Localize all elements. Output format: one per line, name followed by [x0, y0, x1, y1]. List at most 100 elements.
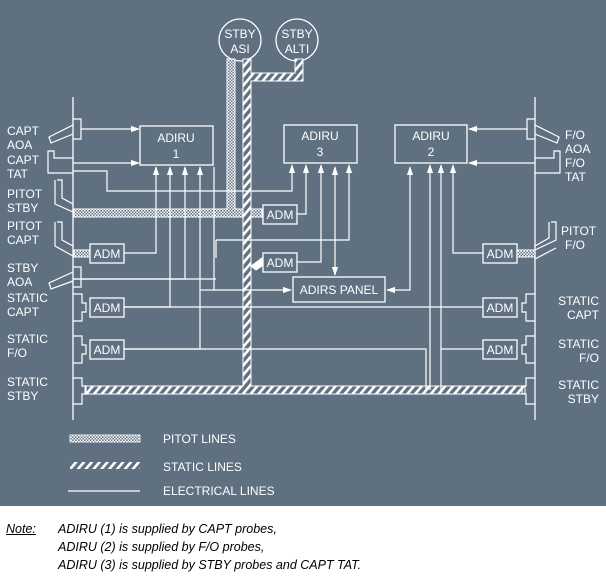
label-static-fo-right-1: STATIC — [558, 337, 599, 351]
label-pitot-stby-1: PITOT — [7, 187, 43, 201]
note-block: Note: ADIRU (1) is supplied by CAPT prob… — [6, 520, 361, 574]
label-capt-tat-1: CAPT — [7, 153, 40, 167]
note-line-2: ADIRU (2) is supplied by F/O probes, — [58, 540, 265, 554]
note-key: Note: — [6, 522, 36, 536]
pitot-line-fo — [515, 249, 536, 258]
label-static-capt-right-2: CAPT — [567, 308, 600, 322]
label-static-fo-2: F/O — [7, 346, 27, 360]
adm-label: ADM — [94, 301, 121, 315]
label-static-stby-1: STATIC — [7, 375, 48, 389]
note-line-1: ADIRU (1) is supplied by CAPT probes, — [58, 522, 277, 536]
stby-alti-instrument: STBY ALTI — [275, 18, 319, 62]
stby-asi-line2: ASI — [230, 42, 249, 56]
label-capt-aoa-2: AOA — [7, 138, 32, 152]
adm-right-static-capt: ADM — [482, 297, 518, 318]
label-capt-aoa-1: CAPT — [7, 124, 40, 138]
stby-aoa-probe-icon — [48, 266, 82, 290]
adiru-1-number: 1 — [173, 147, 180, 161]
label-pitot-fo-1: PITOT — [561, 224, 597, 238]
probe-symbols-right — [521, 118, 561, 405]
adiru-3: ADIRU 3 — [283, 124, 358, 164]
label-static-capt-2: CAPT — [7, 305, 40, 319]
adiru-2-title: ADIRU — [412, 129, 449, 143]
pitot-capt-probe-icon — [54, 221, 74, 257]
adirs-schematic: STBY ASI STBY ALTI ADIRU 1 ADIRU 3 ADIRU… — [0, 0, 606, 506]
legend-pitot-label: PITOT LINES — [163, 432, 236, 446]
fo-tat-probe-icon — [535, 150, 561, 174]
pitot-stby-probe-icon — [54, 179, 74, 213]
label-stby-aoa-1: STBY — [7, 261, 38, 275]
adirs-panel-label: ADIRS PANEL — [300, 283, 379, 297]
legend-electrical-label: ELECTRICAL LINES — [163, 484, 275, 498]
legend-static-label: STATIC LINES — [163, 460, 242, 474]
pitot-line-capt — [73, 249, 91, 258]
label-static-fo-right-2: F/O — [579, 351, 599, 365]
fo-aoa-probe-icon — [526, 118, 560, 144]
label-static-capt-right-1: STATIC — [558, 294, 599, 308]
label-pitot-stby-2: STBY — [7, 201, 38, 215]
stby-asi-instrument: STBY ASI — [218, 18, 262, 62]
adm-label: ADM — [94, 343, 121, 357]
pitot-line-stby-vertical — [73, 58, 263, 218]
label-static-capt-1: STATIC — [7, 291, 48, 305]
static-stby-probe-icon — [73, 377, 87, 405]
adm-label: ADM — [94, 247, 121, 261]
stby-alti-line1: STBY — [281, 27, 312, 41]
adm-boxes: ADM ADM ADM ADM ADM ADM ADM ADM — [89, 204, 518, 360]
legend: PITOT LINES STATIC LINES ELECTRICAL LINE… — [68, 432, 275, 498]
adiru-2: ADIRU 2 — [394, 124, 468, 164]
adiru-2-number: 2 — [428, 145, 435, 159]
adm-label: ADM — [267, 208, 294, 222]
adirs-panel: ADIRS PANEL — [292, 276, 386, 303]
static-fo-probe-icon — [73, 335, 87, 364]
adm-left-static-fo: ADM — [89, 339, 125, 360]
adm-left-static-capt: ADM — [89, 297, 125, 318]
label-static-stby-2: STBY — [7, 389, 38, 403]
static-lines — [84, 58, 526, 395]
adm-label: ADM — [487, 343, 514, 357]
label-fo-aoa-2: AOA — [565, 142, 590, 156]
stby-alti-line2: ALTI — [285, 42, 309, 56]
adm-right-pitot-fo: ADM — [482, 243, 518, 264]
adm-label: ADM — [487, 247, 514, 261]
static-capt-probe-icon-right — [521, 293, 535, 322]
label-stby-aoa-2: AOA — [7, 275, 32, 289]
label-capt-tat-2: TAT — [7, 167, 29, 181]
pitot-fo-probe-icon — [534, 221, 557, 260]
static-line-vertical — [84, 58, 526, 395]
static-branch-adm3b — [250, 257, 263, 271]
capt-aoa-probe-icon — [48, 118, 82, 144]
note-lines: ADIRU (1) is supplied by CAPT probes, AD… — [58, 520, 361, 574]
label-pitot-capt-1: PITOT — [7, 219, 43, 233]
label-static-stby-right-2: STBY — [568, 392, 599, 406]
probe-symbols-left — [47, 118, 87, 405]
right-probe-labels: F/O AOA F/O TAT PITOT F/O STATIC CAPT ST… — [558, 128, 600, 406]
label-static-fo-1: STATIC — [7, 332, 48, 346]
adiru-3-title: ADIRU — [301, 129, 338, 143]
legend-static-swatch — [70, 462, 140, 469]
label-pitot-capt-2: CAPT — [7, 233, 40, 247]
legend-pitot-swatch — [69, 434, 141, 443]
label-fo-tat-1: F/O — [565, 156, 585, 170]
label-pitot-fo-2: F/O — [565, 238, 585, 252]
label-fo-tat-2: TAT — [565, 170, 587, 184]
adm-right-static-fo: ADM — [482, 339, 518, 360]
stby-asi-line1: STBY — [224, 27, 255, 41]
adiru-1: ADIRU 1 — [139, 125, 214, 166]
adm-center-static-stby: ADM — [262, 252, 298, 273]
label-fo-aoa-1: F/O — [565, 128, 585, 142]
label-static-stby-right-1: STATIC — [558, 378, 599, 392]
adm-label: ADM — [267, 256, 294, 270]
left-probe-labels: CAPT AOA CAPT TAT PITOT STBY PITOT CAPT … — [7, 124, 48, 403]
static-fo-probe-icon-right — [521, 335, 535, 364]
note-line-3: ADIRU (3) is supplied by STBY probes and… — [58, 558, 362, 572]
adm-left-pitot-capt: ADM — [89, 243, 125, 264]
static-capt-probe-icon — [73, 293, 87, 322]
adiru-1-title: ADIRU — [157, 131, 194, 145]
static-stby-probe-icon-right — [521, 377, 535, 405]
adm-label: ADM — [487, 301, 514, 315]
adiru-3-number: 3 — [317, 145, 324, 159]
adm-center-pitot-stby: ADM — [262, 204, 298, 225]
capt-tat-probe-icon — [47, 150, 73, 174]
electrical-lines — [73, 125, 535, 390]
